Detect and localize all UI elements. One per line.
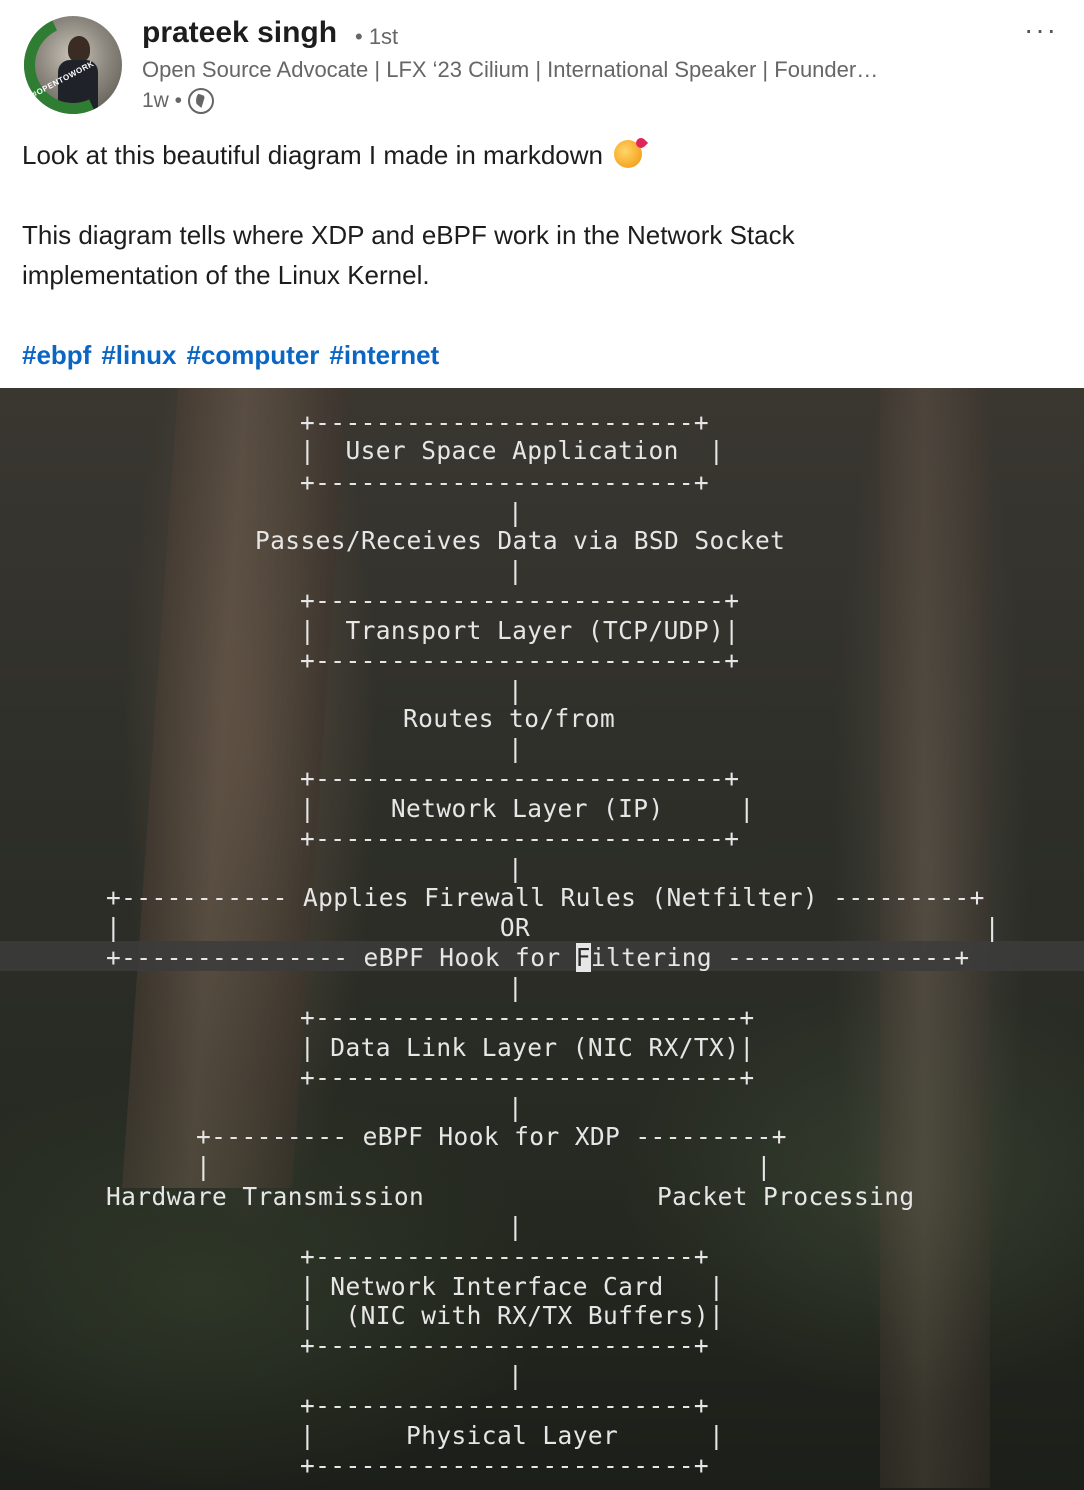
avatar-person-head xyxy=(68,36,90,62)
tree-trunk-right xyxy=(880,388,990,1488)
transport-box-top: +---------------------------+ xyxy=(300,586,740,615)
user-space-box-label: | User Space Application | xyxy=(300,436,725,465)
open-to-work-ring xyxy=(10,2,136,128)
datalink-box-top: +----------------------------+ xyxy=(300,1003,755,1032)
post-line-1-text: Look at this beautiful diagram I made in… xyxy=(22,140,603,170)
connector: | xyxy=(508,734,524,763)
network-box-top: +---------------------------+ xyxy=(300,764,740,793)
smiling-hearts-emoji-icon xyxy=(614,140,643,168)
post-header: #OPENTOWORK prateek singh • 1st Open Sou… xyxy=(0,0,1084,128)
transport-box-label: | Transport Layer (TCP/UDP)| xyxy=(300,616,740,645)
nic-box-bottom: +-------------------------+ xyxy=(300,1331,710,1360)
globe-icon xyxy=(188,88,215,114)
ebpf-filtering-line-start: +--------------- eBPF Hook for xyxy=(106,943,576,972)
hashtag-ebpf[interactable]: #ebpf xyxy=(22,340,92,370)
packet-processing-label: Packet Processing xyxy=(657,1182,915,1211)
physical-box-bottom: +-------------------------+ xyxy=(300,1451,710,1480)
datalink-box-bottom: +----------------------------+ xyxy=(300,1063,755,1092)
post-meta: 1w • xyxy=(142,88,215,114)
connection-degree: • 1st xyxy=(355,24,399,49)
datalink-box-label: | Data Link Layer (NIC RX/TX)| xyxy=(300,1033,755,1062)
nic-box-sublabel: | (NIC with RX/TX Buffers)| xyxy=(300,1301,725,1330)
hardware-transmission-label: Hardware Transmission xyxy=(106,1182,425,1211)
network-box-bottom: +---------------------------+ xyxy=(300,824,740,853)
more-options-icon[interactable]: ··· xyxy=(1024,14,1058,45)
post-image[interactable]: +-------------------------+ | User Space… xyxy=(0,388,1084,1490)
hashtag-list: #ebpf #linux #computer #internet xyxy=(22,335,1062,375)
connector: | xyxy=(508,854,524,883)
cursor-line-highlight xyxy=(0,941,1084,971)
transport-box-bottom: +---------------------------+ xyxy=(300,646,740,675)
physical-box-label: | Physical Layer | xyxy=(300,1421,725,1450)
connector: | xyxy=(508,556,524,585)
post-line-2: This diagram tells where XDP and eBPF wo… xyxy=(22,220,795,250)
avatar[interactable] xyxy=(24,16,122,114)
ascii-diagram: +-------------------------+ | User Space… xyxy=(0,388,1084,1490)
connector: | xyxy=(508,1361,524,1390)
firewall-line: +----------- Applies Firewall Rules (Net… xyxy=(106,883,985,912)
user-space-box-top: +-------------------------+ xyxy=(300,408,710,437)
bsd-socket-label: Passes/Receives Data via BSD Socket xyxy=(255,526,786,555)
post-line-3: implementation of the Linux Kernel. xyxy=(22,260,430,290)
post-line-1: Look at this beautiful diagram I made in… xyxy=(22,135,1062,175)
nic-box-top: +-------------------------+ xyxy=(300,1242,710,1271)
hashtag-linux[interactable]: #linux xyxy=(101,340,177,370)
user-space-box-bottom: +-------------------------+ xyxy=(300,468,710,497)
connector: | xyxy=(508,1212,524,1241)
or-line: | OR | xyxy=(106,913,1000,942)
network-box-label: | Network Layer (IP) | xyxy=(300,794,755,823)
nic-box-label: | Network Interface Card | xyxy=(300,1272,725,1301)
connector: | xyxy=(508,973,524,1002)
text-cursor: F xyxy=(575,943,591,972)
ebpf-filtering-line-end: iltering ---------------+ xyxy=(590,943,970,972)
hashtag-internet[interactable]: #internet xyxy=(329,340,440,370)
post-body: Look at this beautiful diagram I made in… xyxy=(22,135,1062,375)
xdp-hook-line: +--------- eBPF Hook for XDP ---------+ xyxy=(196,1122,787,1151)
connector: | xyxy=(508,676,524,705)
author-name[interactable]: prateek singh xyxy=(142,16,338,49)
ebpf-filtering-line: +--------------- eBPF Hook for Filtering… xyxy=(106,943,970,972)
hashtag-computer[interactable]: #computer xyxy=(186,340,320,370)
post-time: 1w • xyxy=(142,89,183,112)
connector: | xyxy=(508,498,524,527)
physical-box-top: +-------------------------+ xyxy=(300,1391,710,1420)
author-headline: Open Source Advocate | LFX ‘23 Cilium | … xyxy=(142,57,879,82)
connector: | xyxy=(508,1093,524,1122)
xdp-branch-connectors: | | xyxy=(196,1152,772,1181)
routes-label: Routes to/from xyxy=(403,704,616,733)
avatar-person-body xyxy=(58,60,98,110)
